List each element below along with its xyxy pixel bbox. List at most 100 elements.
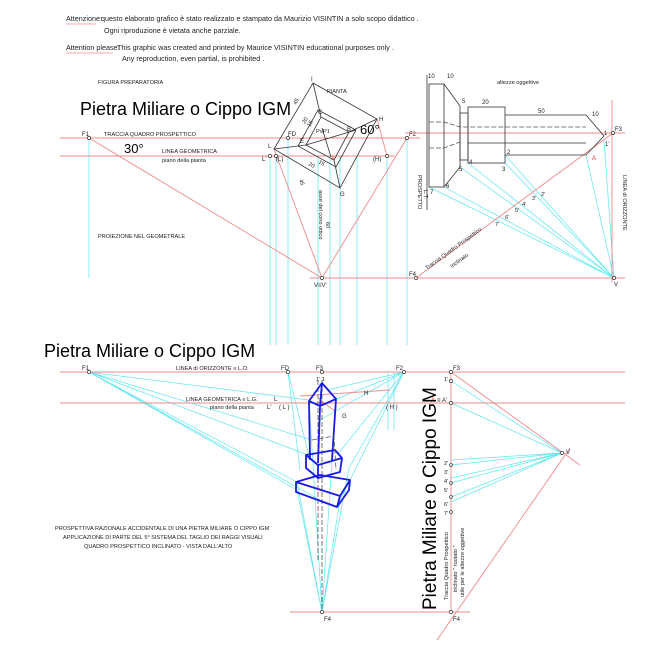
point-4: 4: [469, 160, 473, 166]
point-L: L: [274, 397, 278, 403]
preparatory-figure: FIGURA PREPARATORIA Pietra Miliare o Cip…: [60, 74, 627, 345]
point-1: 1' 1: [316, 377, 325, 383]
point-3: 3: [502, 167, 506, 173]
point-3p: 3': [444, 470, 448, 476]
dim: 50: [538, 109, 545, 115]
dim: 10: [428, 74, 435, 80]
plan-view: I H G L E C B P≡P1 A FD L' (L) (H) 45 20…: [262, 77, 383, 239]
point-L: L: [268, 144, 272, 150]
notice-it-line1: questo elaborato grafico è stato realizz…: [101, 14, 419, 23]
point-G: G: [342, 414, 347, 420]
point-H-par: (H): [373, 157, 381, 163]
inclinato-ruotato-label: inclinato " ruotato ": [453, 545, 459, 592]
prospetto-label: PROSPETTO: [416, 175, 422, 210]
lt-label: L.T.: [422, 190, 428, 199]
point-V: V: [614, 282, 618, 288]
milestone-perspective: [295, 382, 351, 508]
description-line: QUADRO PROSPETTICO INCLINATO - VISTA DAL…: [84, 544, 233, 550]
point-A: A: [431, 398, 435, 404]
piano-pianta-label: piano della pianta: [210, 405, 255, 411]
top-title: Pietra Miliare o Cippo IGM: [80, 99, 291, 119]
point-I: I: [311, 77, 313, 83]
point-5: 5: [459, 167, 463, 173]
point-H: H: [379, 117, 383, 123]
point-L-par: (L): [276, 157, 283, 163]
point-6p: 6': [505, 215, 509, 221]
point-F4: F4: [324, 617, 332, 623]
perspective-figure: Pietra Miliare o Cippo IGM LINEA di ORIZ…: [44, 341, 625, 641]
notice-it-label: Attenzione:: [66, 14, 102, 23]
proiezione-label: PROIEZIONE NEL GEOMETRALE: [98, 234, 185, 240]
points-bottom: [87, 370, 564, 614]
point-FD: FD: [288, 132, 297, 138]
inclinato-label: inclinato: [450, 253, 470, 270]
dim: 10: [447, 74, 454, 80]
linea-geometrica-label: LINEA GEOMETRICA: [162, 149, 217, 155]
traccia-rotated-label: Traccia Quadro Prospettico: [444, 532, 450, 600]
dim: 20: [482, 100, 489, 106]
point-F1: F1: [82, 132, 90, 138]
angle-60: 60°: [360, 122, 380, 137]
projection-rays: [88, 138, 408, 345]
description-line: APPLICAZIONE DI PARTE DEL 5° SISTEMA DEL…: [63, 535, 263, 541]
point-P: P≡P1: [316, 129, 330, 135]
pianta-label: PIANTA: [327, 89, 347, 95]
piano-pianta-label: piano della pianta: [162, 158, 207, 164]
point-3p: 3': [532, 196, 536, 202]
altezze-heading: altezze oggettive: [497, 80, 539, 86]
construction-lines: [60, 118, 625, 279]
point-G: G: [340, 192, 345, 198]
notice-en-label: Attention please:: [66, 43, 120, 52]
traccia-label: TRACCIA QUADRO PROSPETTICO: [104, 132, 197, 138]
visual-rays: [88, 371, 563, 613]
point-L-prime: L': [267, 405, 271, 411]
point-F3-right: F3: [453, 366, 461, 372]
point-F4-right: F4: [453, 617, 461, 623]
point-L-prime: L': [262, 157, 266, 163]
elevation-view: 10 10 5 20 50 10 altezze oggettive PROSP…: [405, 74, 627, 288]
point-5p: 5': [444, 488, 448, 494]
point-F2: F2: [409, 132, 417, 138]
point-A: A: [592, 156, 596, 162]
point-4p: 4': [444, 479, 448, 485]
point-2p: 2': [541, 192, 545, 198]
point-6: 6: [446, 184, 450, 190]
point-E: E: [300, 139, 304, 145]
linea-orizzonte-label: LINEA di ORIZZONTE ≡ L.O.: [176, 366, 249, 372]
vertical-title: Pietra Miliare o Cippo IGM: [420, 387, 441, 610]
linea-orizzonte-label: LINEA di ORIZZONTE: [621, 175, 627, 231]
point-5p: 5': [515, 208, 519, 214]
point-A: A: [331, 156, 335, 162]
point-7p: 7': [444, 511, 448, 517]
point-V: V≡V': [314, 283, 327, 289]
point-F3: F3: [615, 127, 623, 133]
points: [87, 136, 418, 280]
point-F1: F1: [82, 366, 90, 372]
point-1p: 1': [444, 377, 448, 383]
point-2p: 2': [444, 461, 448, 467]
copyright-notice: Attenzione: questo elaborato grafico è s…: [66, 14, 419, 63]
point-F2: F2: [396, 366, 404, 372]
dim: 15: [307, 120, 315, 128]
construction-lines-bottom: [60, 371, 625, 641]
point-7: 7: [430, 190, 434, 196]
point-F3: F3: [316, 366, 324, 372]
point-V: V: [566, 450, 570, 456]
right-point-labels: 1' 2' 3' 4' 5' 6' 7': [444, 377, 448, 517]
angle-30: 30°: [124, 141, 144, 156]
dim: 5: [462, 99, 466, 105]
point-1: 1: [604, 131, 608, 137]
point-4p: 4': [522, 202, 526, 208]
notice-it-line2: Ogni riproduzione è vietata anche parzia…: [104, 26, 241, 35]
dim: 20: [302, 117, 310, 125]
point-L-par: ( L ): [279, 405, 289, 411]
description-line: PROSPETTIVA RAZIONALE ACCIDENTALE DI UNA…: [55, 526, 270, 532]
point-6p: 6': [444, 502, 448, 508]
bottom-title: Pietra Miliare o Cippo IGM: [44, 341, 255, 361]
dim: 10: [592, 112, 599, 118]
point-H: H: [364, 391, 368, 397]
point-B: B: [347, 127, 351, 133]
linea-geometrica-label: LINEA GEOMETRICA ≡ L.G.: [186, 397, 258, 403]
altezze-oggettive-label: utile per le altezze oggettive: [460, 528, 466, 597]
